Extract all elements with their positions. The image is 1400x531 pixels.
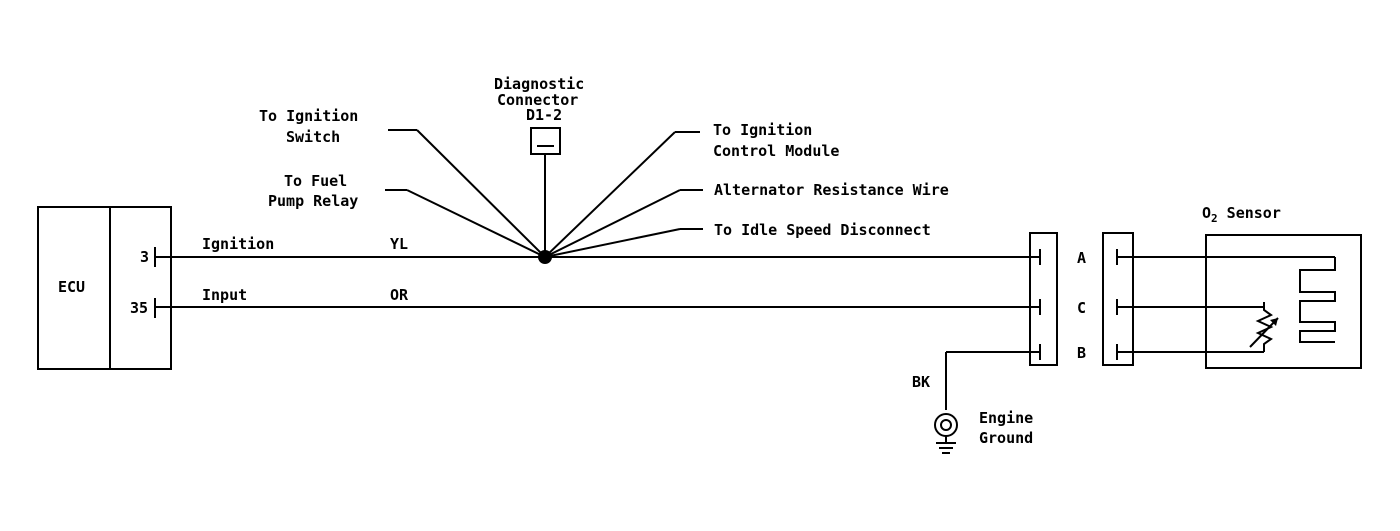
- ground-wire: BK Engine Ground: [912, 352, 1033, 454]
- input-wire-label: Input: [202, 286, 247, 304]
- ignition-wire-label: Ignition: [202, 235, 274, 253]
- input-wire: Input OR: [155, 286, 1040, 308]
- splice: [385, 129, 703, 264]
- harness-connector: A C B: [946, 232, 1086, 366]
- icm-label-1: To Ignition: [713, 121, 812, 139]
- sensor-connector: [1102, 232, 1335, 366]
- ground-label-2: Ground: [979, 429, 1033, 447]
- diag-label-1: Diagnostic: [494, 75, 584, 93]
- pin-a-label: A: [1077, 249, 1086, 267]
- ignition-wire-color: YL: [390, 235, 408, 253]
- ground-terminal-outer: [934, 413, 958, 437]
- heater-element: [1299, 257, 1336, 343]
- pin-c-label: C: [1077, 299, 1086, 317]
- variable-resistor: [1255, 302, 1274, 352]
- ecu-pin-35: 35: [130, 299, 148, 317]
- splice-dot: [538, 250, 552, 264]
- pin-b-label: B: [1077, 344, 1086, 362]
- diag-label-3: D1-2: [526, 106, 562, 124]
- fuel-pump-label-1: To Fuel: [284, 172, 347, 190]
- ecu-block: ECU 3 35: [37, 206, 172, 370]
- ecu-label: ECU: [58, 278, 85, 296]
- ecu-pin-3: 3: [140, 248, 149, 266]
- alternator-label: Alternator Resistance Wire: [714, 181, 949, 199]
- o2-sensor-label: O2 Sensor: [1202, 204, 1281, 225]
- input-wire-color: OR: [390, 286, 409, 304]
- diagnostic-connector: Diagnostic Connector D1-2: [494, 75, 584, 155]
- ignition-switch-label-1: To Ignition: [259, 107, 358, 125]
- ignition-switch-label-2: Switch: [286, 128, 340, 146]
- ground-terminal-inner: [940, 419, 952, 431]
- ground-label-1: Engine: [979, 409, 1033, 427]
- ignition-wire: Ignition YL: [155, 235, 1040, 258]
- o2-sensor: O2 Sensor: [1202, 204, 1362, 369]
- icm-label-2: Control Module: [713, 142, 839, 160]
- diag-label-2: Connector: [497, 91, 578, 109]
- idle-speed-label: To Idle Speed Disconnect: [714, 221, 931, 239]
- fuel-pump-label-2: Pump Relay: [268, 192, 358, 210]
- ground-wire-color: BK: [912, 373, 930, 391]
